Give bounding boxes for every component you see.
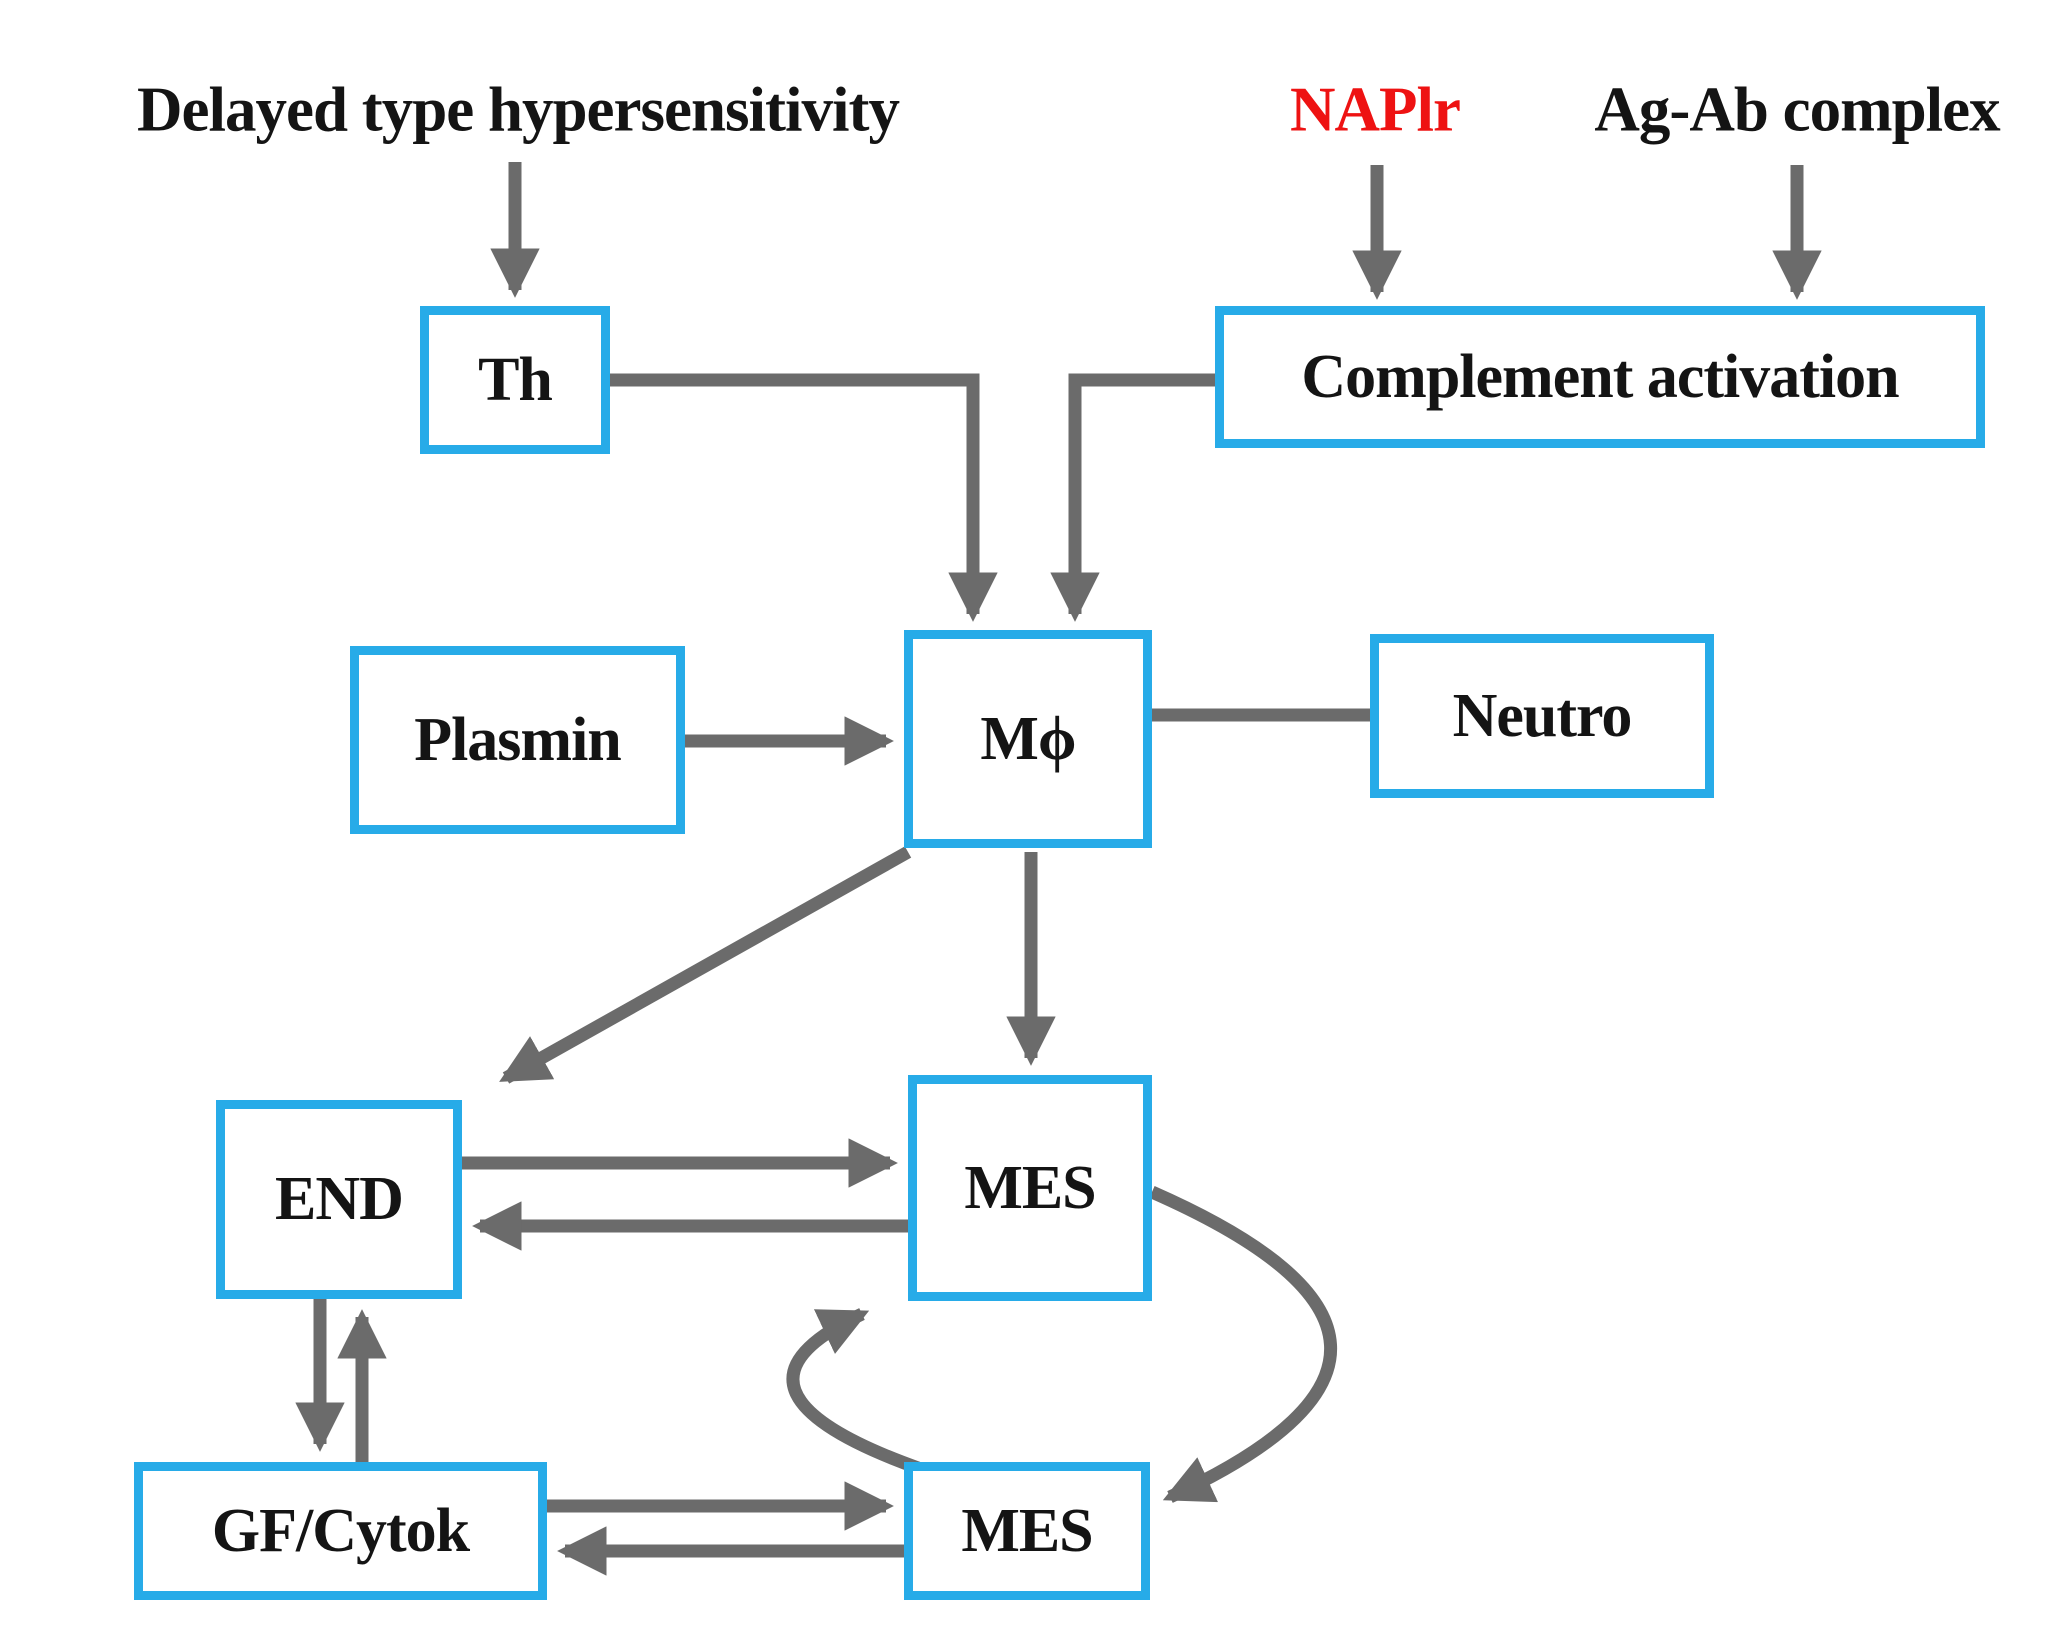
node-gf-cytok: GF/Cytok (134, 1462, 547, 1600)
label-delayed-type-hypersensitivity: Delayed type hypersensitivity (137, 74, 900, 145)
node-neutro: Neutro (1370, 634, 1714, 798)
node-macrophage: Mϕ (904, 630, 1152, 848)
node-complement-activation: Complement activation (1215, 306, 1985, 448)
node-mes-lower: MES (904, 1462, 1150, 1600)
edge-mphi-end (499, 846, 912, 1084)
label-naplr: NAPlr (1290, 74, 1461, 145)
edge-mes-upper-mes-lower-outer (1149, 1186, 1338, 1503)
node-plasmin-label: Plasmin (414, 705, 622, 774)
edge-th-mphi (610, 373, 998, 622)
node-complement-activation-label: Complement activation (1301, 342, 1899, 411)
node-neutro-label: Neutro (1452, 681, 1633, 750)
node-end-label: END (275, 1165, 404, 1233)
node-th-label: Th (478, 345, 553, 414)
node-macrophage-label: Mϕ (980, 704, 1076, 773)
node-th: Th (420, 306, 610, 454)
node-mes-upper: MES (908, 1075, 1152, 1301)
node-mes-upper-label: MES (964, 1153, 1096, 1222)
edge-complement-mphi (1050, 373, 1215, 622)
node-mes-lower-label: MES (961, 1496, 1093, 1565)
node-gf-cytok-label: GF/Cytok (211, 1496, 470, 1565)
edge-mes-lower-mes-upper-inner (786, 1308, 921, 1475)
label-ag-ab-complex: Ag-Ab complex (1594, 74, 2000, 145)
node-end: END (216, 1100, 462, 1299)
node-plasmin: Plasmin (350, 646, 685, 834)
